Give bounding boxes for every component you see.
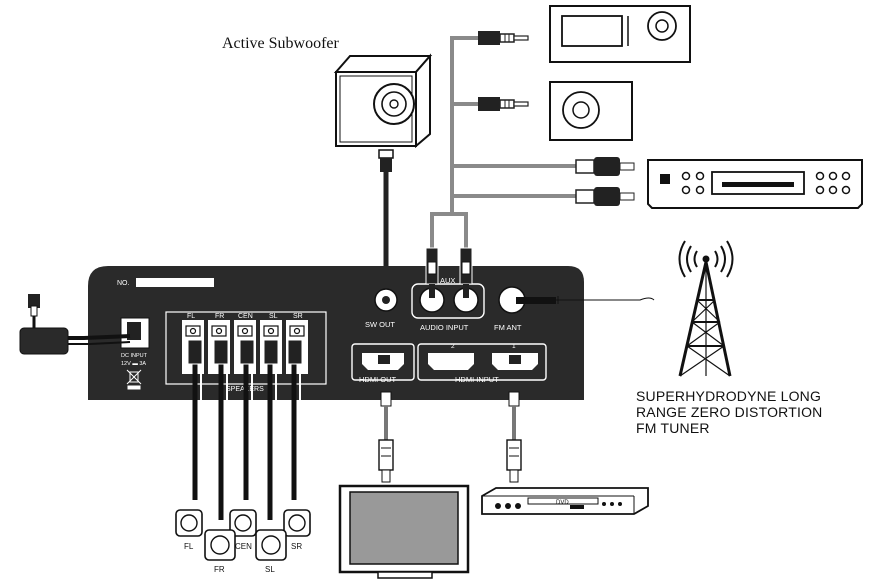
tuner-line-2: RANGE ZERO DISTORTION	[636, 404, 823, 420]
hdmi-cable-to-tv	[378, 391, 394, 483]
channel-label-fr: FR	[215, 313, 224, 320]
sw-out-label: SW OUT	[365, 320, 395, 329]
weee-bin-icon	[126, 369, 142, 390]
speaker-label-cen: CEN	[235, 542, 252, 551]
hdmi-out-port: HDMI OUT	[351, 343, 415, 384]
tv	[338, 484, 470, 579]
dvd-logo: DVD	[556, 500, 569, 506]
dc-input-jack: DC INPUT 12V ▬ 3A	[120, 317, 150, 390]
serial-no-label: NO.	[117, 280, 130, 287]
speaker-fl: FL	[175, 509, 203, 551]
fm-ant-jack: FM ANT	[494, 286, 556, 332]
hdmi-input-ports: 2 1 HDMI INPUT	[417, 343, 547, 384]
tuner-line-3: FM TUNER	[636, 420, 710, 436]
aux-label: AUX	[440, 276, 455, 285]
dc-rating-label: 12V ▬ 3A	[121, 361, 146, 367]
rca-plug-upper	[575, 157, 635, 176]
channel-label-cen: CEN	[238, 313, 253, 320]
hdmi-input-label: HDMI INPUT	[455, 375, 499, 384]
active-subwoofer	[333, 53, 433, 149]
radio-tower-icon	[678, 240, 734, 377]
serial-number-plate	[136, 278, 214, 287]
speaker-terminal-block: FL FR CEN SL SR SPEAKERS	[165, 311, 327, 520]
speaker-cen: CEN	[229, 509, 257, 551]
dvd-player: DVD	[481, 487, 649, 515]
minijack-plug-top	[478, 31, 529, 45]
aux-audio-input: AUX AUDIO INPUT	[411, 247, 485, 332]
speaker-label-sr: SR	[291, 542, 302, 551]
speaker-label-fl: FL	[184, 542, 194, 551]
channel-label-sr: SR	[293, 313, 303, 320]
aux-cables	[430, 36, 578, 248]
tuner-line-1: SUPERHYDRODYNE LONG	[636, 388, 822, 404]
speaker-label-fr: FR	[214, 565, 225, 574]
hdmi-cable-to-dvd	[506, 391, 522, 483]
sw-out-jack: SW OUT	[365, 288, 398, 329]
mp3-player	[549, 81, 633, 141]
speaker-sr: SR	[283, 509, 311, 551]
portable-media-player	[549, 5, 691, 63]
subwoofer-label: Active Subwoofer	[222, 35, 340, 52]
fm-tuner-caption: SUPERHYDRODYNE LONG RANGE ZERO DISTORTIO…	[636, 388, 822, 436]
hdmi-in-2-label: 2	[451, 343, 455, 350]
fm-ant-label: FM ANT	[494, 323, 522, 332]
speaker-fr: FR	[204, 529, 236, 574]
power-adapter	[19, 294, 131, 355]
speaker-label-sl: SL	[265, 565, 275, 574]
amplifier-rear-panel: NO. DC INPUT 12V ▬ 3A FL FR CEN SL SR	[88, 247, 584, 520]
rca-plug-lower	[575, 187, 635, 206]
audio-input-label: AUDIO INPUT	[420, 323, 469, 332]
speaker-sl: SL	[255, 529, 287, 574]
channel-label-sl: SL	[269, 313, 278, 320]
hdmi-out-label: HDMI OUT	[359, 375, 396, 384]
hdmi-in-1-label: 1	[512, 343, 516, 350]
fm-antenna-wire	[556, 296, 655, 304]
cd-player	[647, 159, 863, 209]
minijack-plug-middle	[478, 97, 529, 111]
dc-input-label: DC INPUT	[121, 353, 148, 359]
channel-label-fl: FL	[187, 313, 195, 320]
